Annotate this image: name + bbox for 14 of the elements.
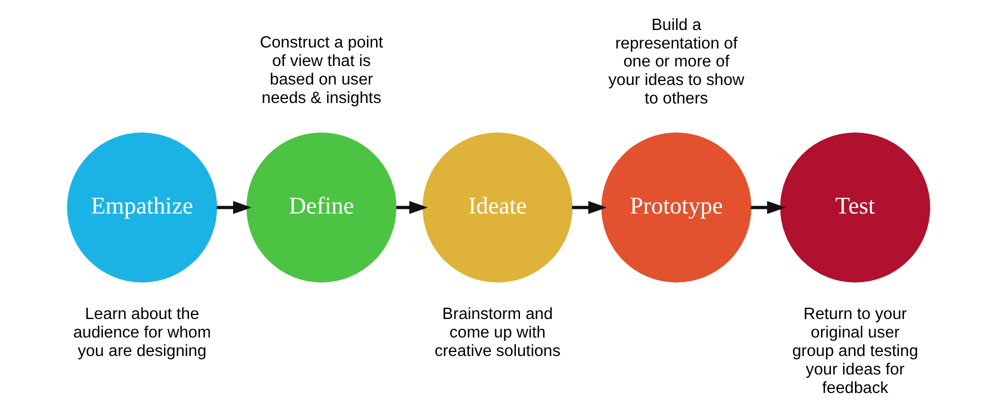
node-circle: Define bbox=[246, 132, 396, 282]
arrow bbox=[396, 201, 428, 214]
node-circle: Test bbox=[780, 132, 930, 282]
node-circle: Ideate bbox=[422, 132, 572, 282]
arrow bbox=[572, 201, 606, 214]
node-label: Brainstorm and come up with creative solutions bbox=[434, 304, 560, 360]
node-label: Return to your original user group and testing your ideas for feedback bbox=[792, 304, 918, 397]
arrow bbox=[750, 201, 786, 214]
node-label: Construct a point of view that is based on user needs & insights bbox=[259, 34, 383, 108]
node-label: Learn about the audience for whom you are designing bbox=[72, 304, 210, 360]
node-label: Build a representation of one or more of your ideas to show to others bbox=[608, 16, 744, 108]
node-circle: Empathize bbox=[66, 132, 217, 282]
node-circle: Prototype bbox=[600, 132, 751, 282]
arrow bbox=[216, 201, 252, 214]
